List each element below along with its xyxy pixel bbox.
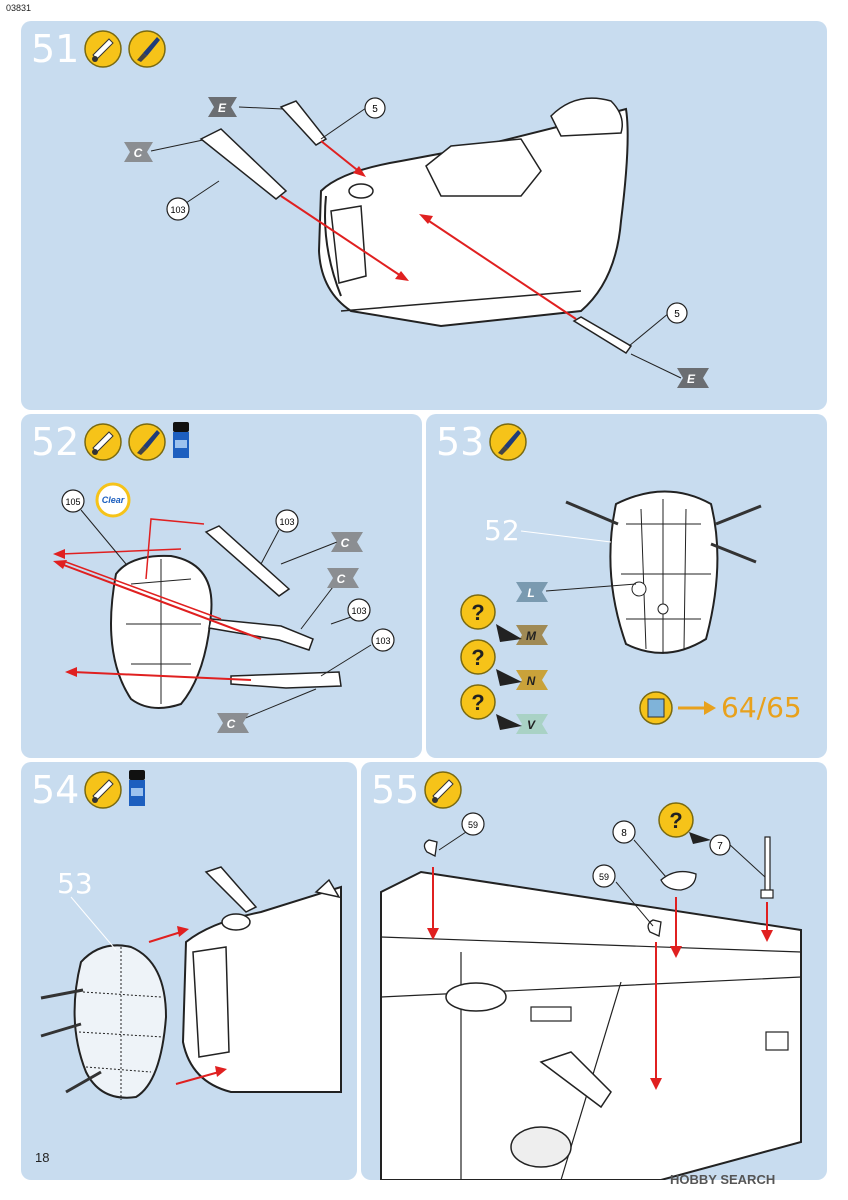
glue-icon: [84, 771, 122, 809]
glue-icon: [84, 30, 122, 68]
svg-text:?: ?: [471, 600, 484, 625]
color-flag-e2: E: [677, 368, 709, 388]
step-55-panel: 55: [361, 762, 827, 1180]
paint-brush-icon: [128, 423, 166, 461]
decal-sheet-icon: [639, 691, 673, 725]
callout-part-105: 105: [61, 489, 85, 513]
svg-text:M: M: [526, 629, 537, 643]
color-flag-c3: C: [217, 713, 249, 733]
callout-part-103: 103: [166, 197, 190, 221]
svg-text:N: N: [527, 674, 536, 688]
color-flag-v: V: [516, 714, 548, 734]
step-55-drawing: ? 59 8 7 59: [380, 802, 802, 1180]
page-number: 18: [35, 1150, 50, 1165]
color-flag-l: L: [516, 582, 548, 602]
step-51-drawing: E C E 5 103 5: [124, 97, 709, 388]
step-51-panel: 51: [21, 21, 827, 410]
callout-part-5b: 5: [666, 302, 688, 324]
svg-text:E: E: [218, 101, 227, 115]
step-53-drawing: L M N V ? ? ?: [460, 490, 762, 734]
step-52-panel: 52: [21, 414, 422, 758]
glue-icon: [424, 771, 462, 809]
svg-text:E: E: [687, 372, 696, 386]
callout-part-7: 7: [709, 834, 731, 856]
svg-text:5: 5: [372, 104, 378, 115]
svg-text:Clear: Clear: [102, 495, 125, 505]
callout-part-103a: 103: [275, 509, 299, 533]
step-number: 51: [31, 27, 80, 71]
svg-text:105: 105: [65, 497, 80, 507]
clear-badge: Clear: [95, 482, 131, 518]
callout-part-103c: 103: [371, 628, 395, 652]
step-54-panel: 54 53 18: [21, 762, 357, 1180]
color-flag-e1: E: [208, 97, 237, 117]
step-number: 54: [31, 768, 80, 812]
svg-text:5: 5: [674, 309, 680, 320]
color-flag-c: C: [124, 142, 153, 162]
step-52-drawing: 105 Clear 103 103 103 C C C: [53, 482, 395, 733]
svg-text:103: 103: [351, 606, 366, 616]
document-code: 03831: [6, 3, 32, 13]
color-flag-n: N: [516, 670, 548, 690]
color-flag-m: M: [516, 625, 548, 645]
svg-text:103: 103: [170, 205, 185, 215]
question-icon: ?: [460, 684, 522, 730]
svg-text:?: ?: [471, 645, 484, 670]
clear-paint-icon: [173, 422, 189, 458]
reference-label-53: 53: [57, 867, 93, 900]
question-icon: ?: [460, 594, 522, 642]
svg-text:V: V: [527, 718, 536, 732]
question-icon: ?: [658, 802, 711, 844]
svg-text:C: C: [134, 146, 143, 160]
svg-text:59: 59: [468, 820, 478, 830]
svg-text:C: C: [227, 717, 236, 731]
step-number: 55: [371, 768, 420, 812]
svg-text:59: 59: [599, 872, 609, 882]
color-flag-c2: C: [327, 568, 359, 588]
question-icon: ?: [460, 639, 522, 686]
step-53-panel: 53 52 L M N V: [426, 414, 827, 758]
paint-brush-icon: [128, 30, 166, 68]
glue-icon: [84, 423, 122, 461]
callout-part-59a: 59: [461, 812, 485, 836]
step-number: 53: [436, 420, 485, 464]
svg-text:8: 8: [621, 828, 627, 839]
svg-text:?: ?: [669, 808, 682, 833]
callout-part-103b: 103: [347, 598, 371, 622]
svg-text:?: ?: [471, 690, 484, 715]
svg-text:103: 103: [375, 636, 390, 646]
step-number: 52: [31, 420, 80, 464]
svg-text:L: L: [527, 586, 534, 600]
callout-part-5a: 5: [364, 97, 386, 119]
reference-label-52: 52: [484, 514, 520, 547]
svg-text:103: 103: [279, 517, 294, 527]
svg-text:C: C: [337, 572, 346, 586]
step-54-drawing: [40, 866, 342, 1100]
callout-part-8: 8: [612, 820, 636, 844]
watermark: HOBBY SEARCH: [670, 1172, 776, 1187]
callout-part-59b: 59: [592, 864, 616, 888]
color-flag-c1: C: [331, 532, 363, 552]
paint-brush-icon: [489, 423, 527, 461]
page-reference: 64/65: [721, 691, 802, 724]
svg-text:C: C: [341, 536, 350, 550]
svg-text:7: 7: [717, 841, 723, 852]
clear-paint-icon: [129, 770, 145, 806]
